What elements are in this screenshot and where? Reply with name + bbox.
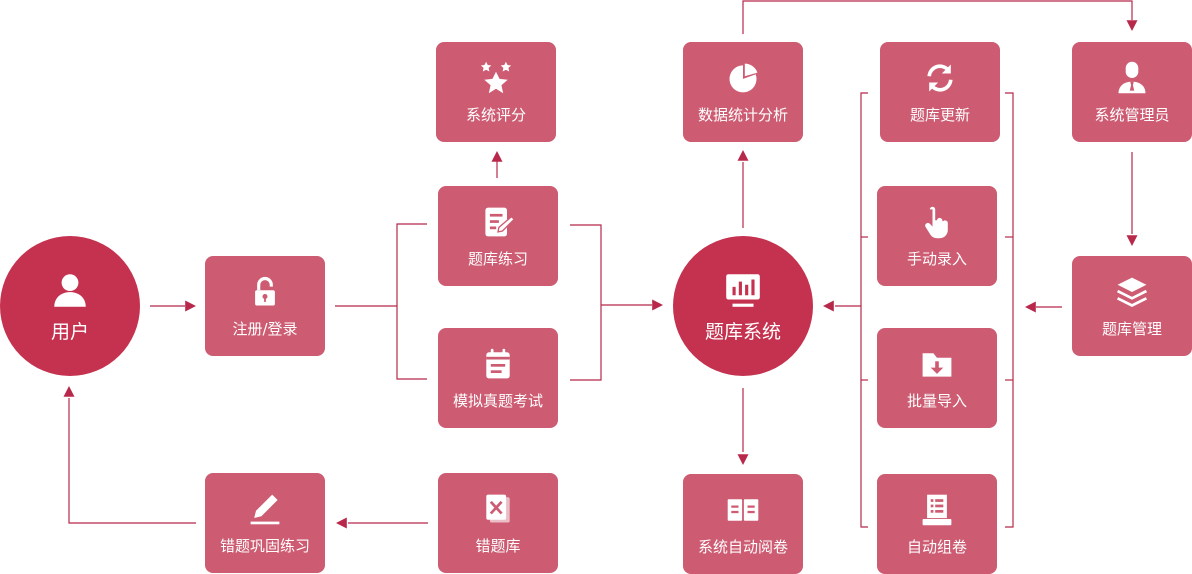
- arrowhead-admin-manage: [1126, 235, 1138, 246]
- connector-stats-admin: [742, 0, 1133, 34]
- auto-compose-label: 自动组卷: [906, 537, 967, 556]
- calendar-icon: [486, 348, 510, 378]
- wrong-practice-label: 错题巩固练习: [219, 536, 310, 555]
- unlock-icon: [255, 276, 275, 305]
- monitor-chart-icon: [726, 273, 760, 307]
- bank-update-label: 题库更新: [909, 105, 970, 124]
- batch-import-label: 批量导入: [906, 391, 967, 410]
- arrowhead-bracket-hub: [652, 299, 663, 311]
- register-login-node[interactable]: 注册/登录: [205, 256, 325, 356]
- data-stats-label: 数据统计分析: [697, 105, 788, 124]
- system-admin-label: 系统管理员: [1094, 105, 1170, 124]
- user-label: 用户: [50, 320, 89, 343]
- arrowhead-wrongbank-practice: [336, 517, 347, 529]
- arrowhead-practice-user: [63, 386, 75, 397]
- book-icon: [727, 498, 759, 521]
- bank-management-node[interactable]: 题库管理: [1072, 256, 1192, 356]
- bracket-right-practice-exam: [570, 224, 602, 381]
- wrong-question-bank-node[interactable]: 错题库: [438, 473, 558, 573]
- user-node[interactable]: 用户: [0, 236, 140, 376]
- register-login-label: 注册/登录: [232, 319, 298, 338]
- auto-compose-node[interactable]: 自动组卷: [877, 474, 997, 574]
- user-icon: [54, 273, 86, 307]
- admin-icon: [1118, 61, 1146, 93]
- connector-practice-user: [68, 398, 196, 524]
- manual-entry-label: 手动录入: [906, 249, 967, 268]
- practice-node[interactable]: 题库练习: [438, 186, 558, 286]
- arrowhead-hub-stats: [737, 150, 749, 161]
- system-admin-node[interactable]: 系统管理员: [1072, 42, 1192, 142]
- layers-icon: [1116, 277, 1148, 307]
- wrong-practice-node[interactable]: 错题巩固练习: [205, 473, 325, 573]
- wrong-book-icon: [486, 494, 510, 522]
- tap-hand-icon: [925, 206, 948, 238]
- batch-import-node[interactable]: 批量导入: [877, 328, 997, 428]
- mock-exam-node[interactable]: 模拟真题考试: [438, 328, 558, 428]
- question-bank-system-label: 题库系统: [704, 320, 781, 343]
- bracket-left-group: [860, 92, 868, 528]
- refresh-icon: [927, 63, 953, 92]
- folder-download-icon: [922, 352, 952, 377]
- mock-exam-label: 模拟真题考试: [452, 391, 543, 410]
- wrong-question-bank-label: 错题库: [475, 536, 521, 555]
- bank-update-node[interactable]: 题库更新: [880, 42, 1000, 142]
- bracket-left-practice-exam: [396, 223, 427, 380]
- system-rating-label: 系统评分: [465, 105, 526, 124]
- practice-label: 题库练习: [467, 249, 528, 268]
- auto-grading-node[interactable]: 系统自动阅卷: [683, 474, 803, 574]
- printer-list-icon: [922, 494, 952, 525]
- arrowhead-group-hub: [823, 300, 834, 312]
- pie-chart-icon: [729, 63, 758, 92]
- pen-icon: [250, 494, 280, 524]
- arrowhead-hub-grading: [737, 454, 749, 465]
- bank-management-label: 题库管理: [1101, 319, 1162, 338]
- auto-grading-label: 系统自动阅卷: [697, 537, 788, 556]
- stars-icon: [480, 61, 512, 93]
- data-stats-node[interactable]: 数据统计分析: [683, 42, 803, 142]
- arrowhead-user-register: [185, 300, 196, 312]
- arrowhead-practice-rating: [491, 151, 503, 162]
- arrowhead-manage-bracket: [1025, 301, 1036, 313]
- bracket-right-group: [1005, 92, 1014, 528]
- manual-entry-node[interactable]: 手动录入: [877, 186, 997, 286]
- edit-doc-icon: [485, 207, 516, 236]
- system-rating-node[interactable]: 系统评分: [436, 42, 556, 142]
- arrowhead-stats-admin: [1126, 20, 1138, 31]
- question-bank-system-node[interactable]: 题库系统: [673, 236, 813, 376]
